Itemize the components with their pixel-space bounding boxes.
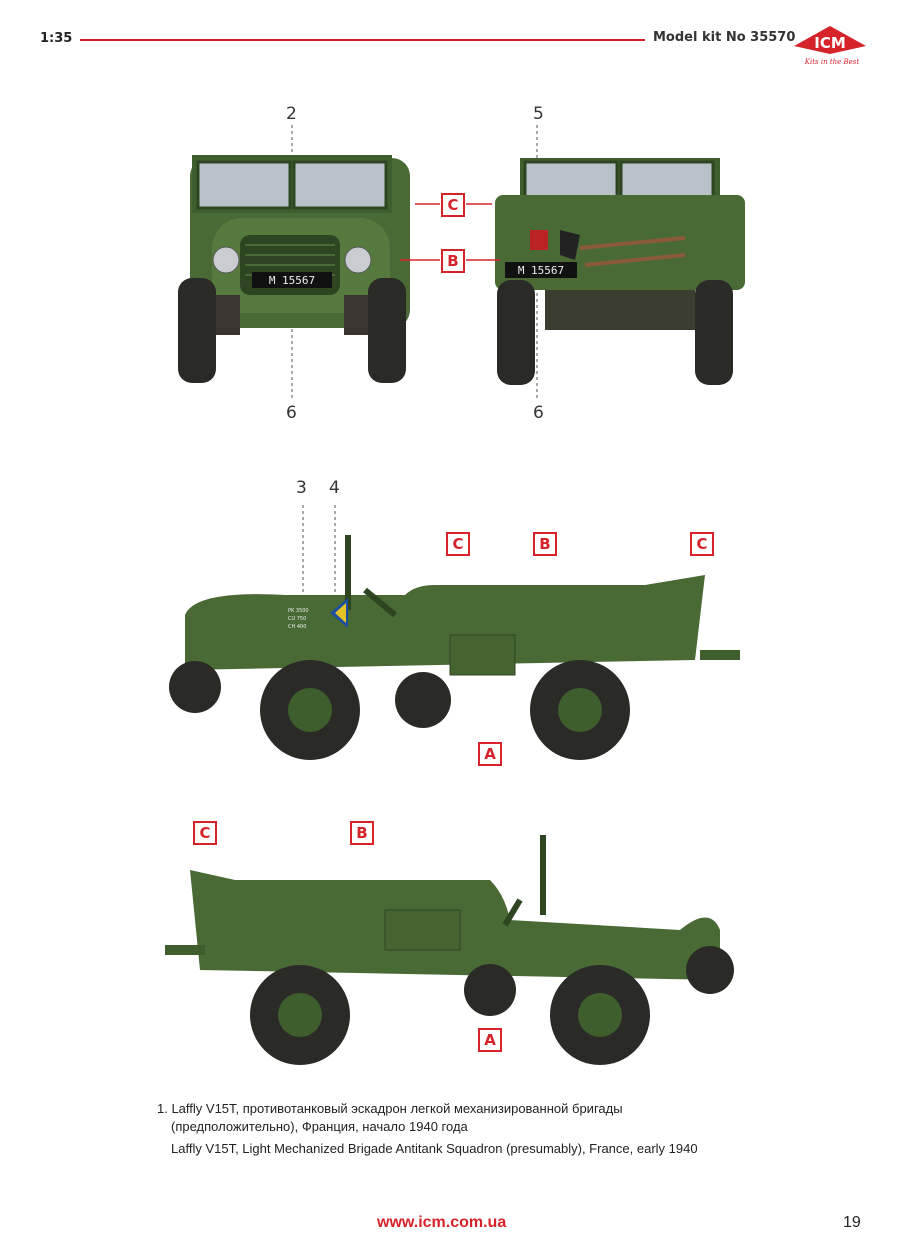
side-marking: CU 750 [288, 616, 306, 622]
tag-c: C [690, 532, 714, 556]
tag-a: A [478, 742, 502, 766]
kit-number: Model kit No 35570 [653, 30, 796, 45]
callout-number: 4 [329, 478, 340, 498]
front-view: M 15567 [178, 125, 410, 400]
tag-b: B [533, 532, 557, 556]
tag-c: C [441, 193, 465, 217]
callout-number: 5 [533, 104, 544, 124]
footer-url[interactable]: www.icm.com.ua [377, 1214, 507, 1231]
caption-ru-1: 1. Laffly V15T, противотанковый эскадрон… [157, 1101, 623, 1116]
scale-label: 1:35 [40, 31, 73, 46]
tag-b: B [441, 249, 465, 273]
icm-logo: ICM Kits in the Best [794, 26, 866, 66]
tag-a: A [478, 1028, 502, 1052]
logo-slogan: Kits in the Best [804, 58, 860, 66]
rear-view: M 15567 [495, 125, 745, 400]
callout-number: 6 [533, 403, 544, 423]
tag-c: C [193, 821, 217, 845]
callout-number: 2 [286, 104, 297, 124]
side-marking: CH 400 [288, 624, 306, 630]
side-view-right [165, 835, 734, 1065]
tag-c: C [446, 532, 470, 556]
front-plate: M 15567 [269, 274, 315, 287]
callout-number: 6 [286, 403, 297, 423]
side-view-left: PK 3500 CU 750 CH 400 [169, 505, 740, 760]
logo-text: ICM [814, 34, 846, 52]
page-number: 19 [843, 1214, 861, 1231]
caption-ru-2: (предположительно), Франция, начало 1940… [171, 1119, 468, 1134]
rear-plate: M 15567 [518, 264, 564, 277]
tag-b: B [350, 821, 374, 845]
tag-leaders-top [400, 203, 500, 261]
callout-number: 3 [296, 478, 307, 498]
header-rule [80, 39, 645, 41]
caption-en: Laffly V15T, Light Mechanized Brigade An… [171, 1141, 698, 1156]
side-marking: PK 3500 [288, 608, 309, 614]
